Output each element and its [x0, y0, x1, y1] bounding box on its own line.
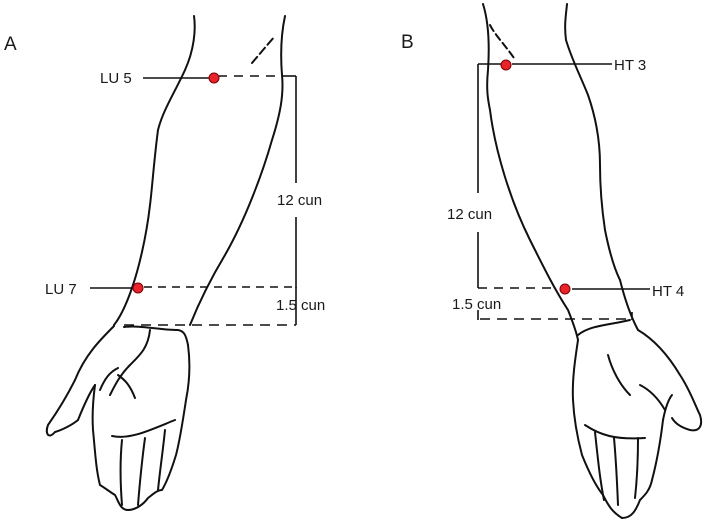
panel-label-b: B [401, 32, 414, 53]
measurement-lines-a [90, 75, 297, 326]
panel-label-a: A [4, 34, 17, 55]
point-label-lu5: LU 5 [100, 70, 132, 87]
arm-b-outline [482, 3, 703, 519]
point-lu7-dot [132, 282, 144, 294]
measure-label-1-5cun-b: 1.5 cun [452, 296, 502, 313]
arm-a-outline [45, 15, 286, 511]
point-lu5-dot [208, 72, 220, 84]
point-label-ht4: HT 4 [652, 283, 685, 300]
measure-label-1-5cun-a: 1.5 cun [276, 297, 326, 314]
point-ht4-dot [559, 283, 571, 295]
point-ht3-dot [500, 59, 512, 71]
measurement-lines-b [477, 63, 650, 320]
point-label-lu7: LU 7 [45, 281, 77, 298]
point-label-ht3: HT 3 [614, 57, 647, 74]
measure-label-12cun-a: 12 cun [277, 192, 323, 209]
acupoint-dots [132, 59, 571, 295]
measure-label-12cun-b: 12 cun [447, 206, 493, 223]
